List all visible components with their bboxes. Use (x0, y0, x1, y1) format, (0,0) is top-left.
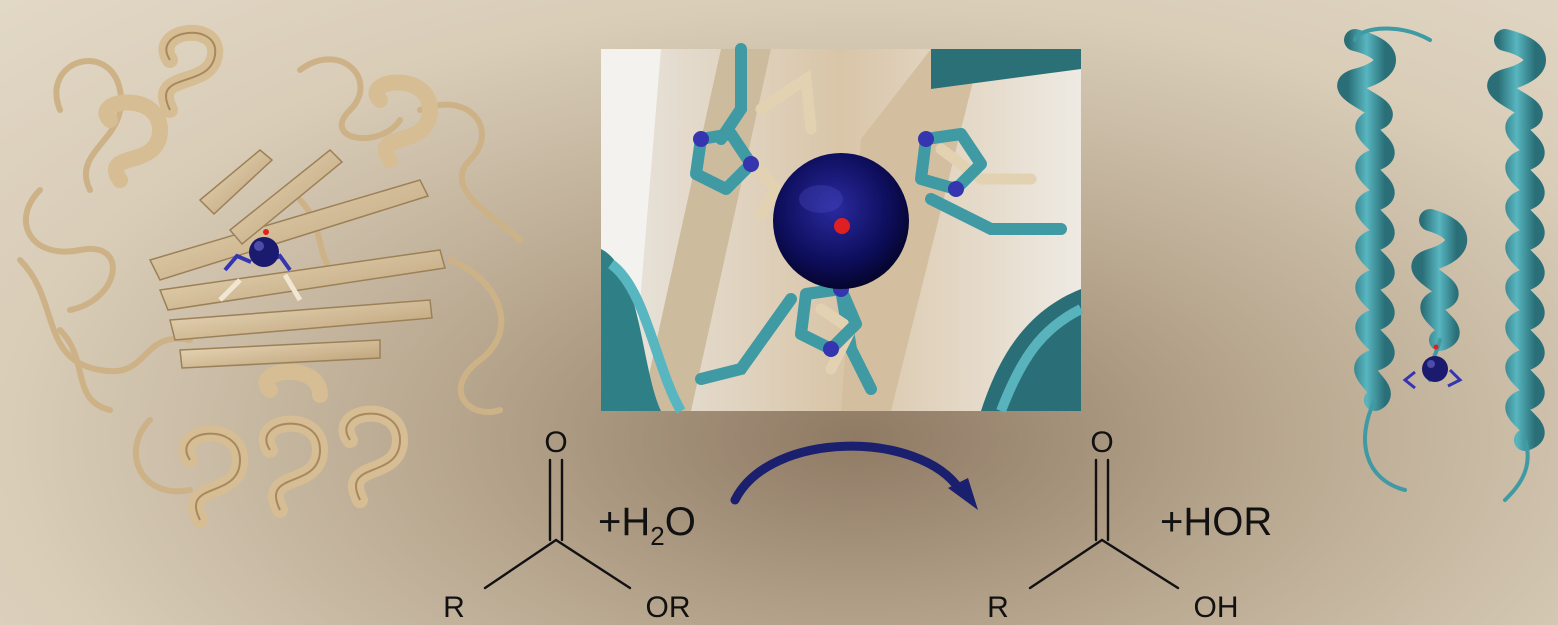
product-oh: OH (1194, 591, 1239, 624)
water-subscript: 2 (650, 521, 664, 551)
teal-protein-structure (1337, 26, 1546, 502)
tan-active-site (218, 229, 303, 302)
product-r: R (987, 591, 1009, 624)
tan-protein-structure (17, 24, 523, 528)
water-plus-h: +H (598, 500, 650, 544)
svg-text:+H2O: +H2O (598, 500, 696, 551)
product-carbonyl-o: O (1090, 426, 1113, 459)
reactant-carbonyl-o: O (544, 426, 567, 459)
water-reagent: +H2O (598, 500, 696, 551)
teal-active-site (1402, 344, 1463, 390)
reactant-r: R (443, 591, 465, 624)
reaction-arrow (730, 441, 978, 510)
water-o: O (665, 500, 696, 544)
byproduct-hor: +HOR (1160, 500, 1272, 544)
reactant-ester: O R OR (443, 426, 690, 624)
reactant-or: OR (646, 591, 691, 624)
product-acid: O R OH (987, 426, 1238, 624)
active-site-closeup (601, 43, 1084, 414)
